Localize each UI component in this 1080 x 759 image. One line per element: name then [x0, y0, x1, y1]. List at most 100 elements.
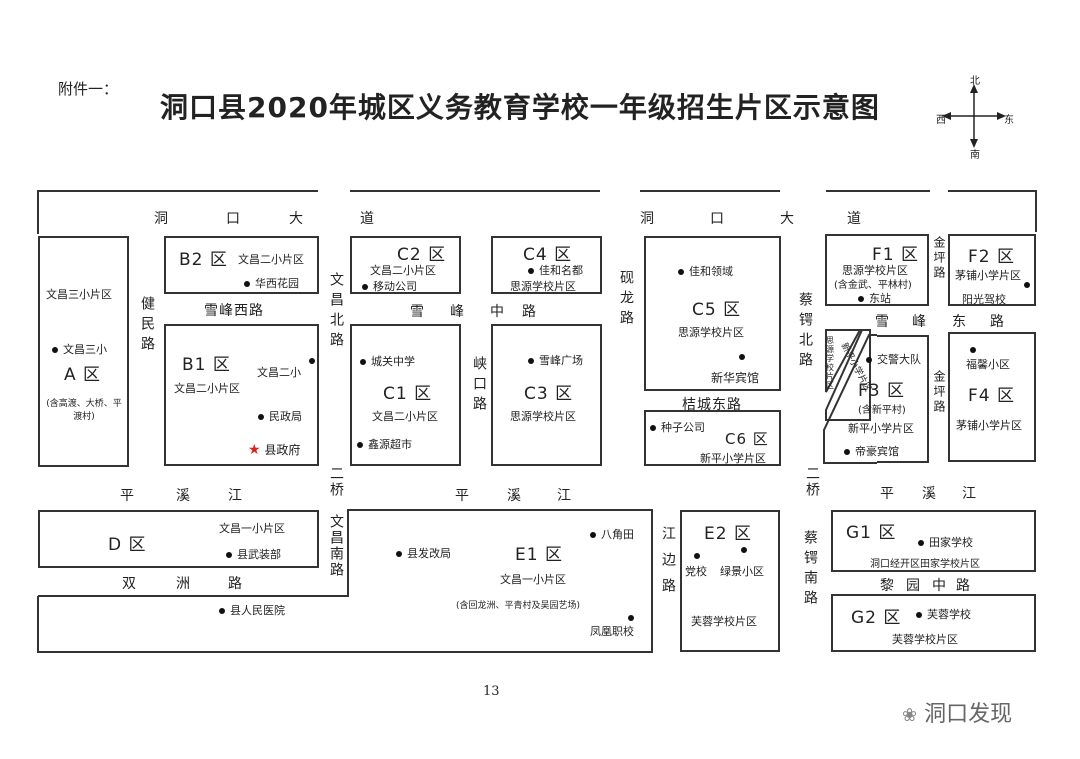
- poi-traffic-police: 交警大队: [866, 351, 921, 367]
- poi-dot-icon: [970, 347, 976, 353]
- poi-dot-yangguang: [1024, 278, 1035, 291]
- poi-dihao: 帝豪宾馆: [844, 443, 899, 459]
- star-icon: ★: [248, 442, 261, 458]
- poi-dot-fuxin: [970, 343, 981, 356]
- annex-label: 附件一：: [58, 80, 119, 98]
- poi-huaxi: 华西花园: [244, 275, 299, 291]
- watermark: ❀ 洞口发现: [902, 702, 1013, 727]
- poi-yangguang: 阳光驾校: [962, 293, 1006, 306]
- zone-f3-school: 新平小学片区: [848, 422, 914, 435]
- road-jianmin: 健民路: [139, 296, 155, 356]
- road-dongkou-1: 洞: [154, 211, 169, 227]
- zone-f1-school: 思源学校片区: [842, 264, 908, 277]
- road-xuefeng-east: 东: [952, 314, 967, 330]
- zone-f4-school: 茅铺小学片区: [956, 419, 1022, 432]
- road-dongkou-2: 洞: [640, 211, 655, 227]
- zone-c3-name: C3 区: [524, 384, 574, 404]
- zone-c6-name: C6 区: [725, 430, 769, 448]
- road-dongkou-2: 大: [780, 211, 795, 227]
- zone-c5-name: C5 区: [692, 300, 742, 320]
- poi-dot-fenghuang: [628, 611, 639, 624]
- road-pingxi-2: 江: [557, 488, 572, 504]
- road-pingxi-1: 江: [228, 488, 243, 504]
- poi-dot-icon: [741, 547, 747, 553]
- poi-dot-icon: [52, 347, 58, 353]
- poi-dot-icon: [219, 608, 225, 614]
- zone-c3-school: 思源学校片区: [510, 410, 576, 423]
- zone-b2-box: [164, 236, 319, 294]
- poi-dot-icon: [918, 540, 924, 546]
- poi-bajiaotian: 八角田: [590, 526, 634, 542]
- zone-a-school: 文昌三小片区: [46, 288, 112, 301]
- poi-dot-icon: [590, 532, 596, 538]
- poi-hospital: 县人民医院: [219, 602, 285, 618]
- road-xiakou: 峡口路: [471, 356, 487, 416]
- compass-east: 东: [1004, 115, 1014, 126]
- road-liyuan-middle: 园: [906, 578, 921, 594]
- poi-dot-dangxiao: [694, 549, 705, 562]
- road-xuefeng-middle: 路: [522, 304, 537, 320]
- road-jinping-1: 金坪路: [932, 236, 946, 281]
- poi-xinhua: 新华宾馆: [711, 371, 760, 385]
- road-pingxi-3: 江: [962, 486, 977, 502]
- zone-c2-school: 文昌二小片区: [370, 264, 436, 277]
- wedge-school-1: 思源学校片区: [826, 336, 834, 390]
- road-pingxi-3: 溪: [922, 486, 937, 502]
- zone-b2-school: 文昌二小片区: [238, 253, 304, 266]
- road-xuefeng-middle: 峰: [450, 304, 465, 320]
- zone-a-box: [38, 236, 129, 467]
- poi-dot-icon: [309, 358, 315, 364]
- zone-c2-name: C2 区: [397, 245, 447, 265]
- poi-dot-icon: [226, 552, 232, 558]
- compass: 北 南 东 西: [934, 76, 1014, 161]
- poi-xinyuan: 鑫源超市: [357, 436, 412, 452]
- poi-dot-icon: [844, 449, 850, 455]
- poi-dot-icon: [258, 414, 264, 420]
- zone-g2-school: 芙蓉学校片区: [892, 633, 958, 646]
- compass-arrows-icon: [942, 84, 1006, 148]
- road-pingxi-3: 平: [880, 486, 895, 502]
- compass-north: 北: [970, 76, 980, 87]
- poi-chengguan: 城关中学: [360, 353, 415, 369]
- poi-dot-icon: [628, 615, 634, 621]
- compass-west: 西: [936, 115, 946, 126]
- poi-tianjia: 田家学校: [918, 534, 973, 550]
- road-dongkou-1: 口: [226, 211, 241, 227]
- poi-wuzhuangbu: 县武装部: [226, 546, 281, 562]
- road-pingxi-2: 平: [455, 488, 470, 504]
- road-pingxi-1: 溪: [176, 488, 191, 504]
- zone-b1-name: B1 区: [182, 355, 231, 375]
- zone-g1-box: [831, 510, 1036, 572]
- zone-b2-name: B2 区: [179, 250, 228, 270]
- road-shuangzhou: 洲: [176, 576, 191, 592]
- zone-c2-box: [350, 236, 461, 294]
- poi-dot-icon: [650, 425, 656, 431]
- poi-dot-icon: [244, 281, 250, 287]
- road-erqiao-1: 二桥: [328, 466, 344, 498]
- road-jiecheng-east: 桔城东路: [682, 397, 742, 413]
- road-xuefeng-east: 峰: [912, 314, 927, 330]
- road-yanlong: 砚龙路: [618, 270, 634, 330]
- zone-f1-name: F1 区: [872, 245, 919, 265]
- zone-c6-box: [644, 410, 781, 466]
- poi-dot-icon: [360, 359, 366, 365]
- poi-jiahe-mingdu: 佳和名都: [528, 262, 583, 278]
- zone-f4-name: F4 区: [968, 386, 1015, 406]
- road-pingxi-1: 平: [120, 488, 135, 504]
- zone-g1-school: 洞口经开区田家学校片区: [870, 559, 980, 570]
- zone-c1-school: 文昌二小片区: [372, 410, 438, 423]
- zone-b1-school: 文昌二小片区: [174, 382, 240, 395]
- poi-dot-icon: [1024, 282, 1030, 288]
- zone-f2-school: 茅铺小学片区: [955, 269, 1021, 282]
- road-wenchang-north: 文昌北路: [328, 272, 344, 352]
- zone-f3-name: F3 区: [858, 381, 905, 401]
- poi-dot-icon: [362, 284, 368, 290]
- zone-c5-school: 思源学校片区: [678, 326, 744, 339]
- zone-a-name: A 区: [64, 365, 102, 385]
- zone-f2-name: F2 区: [968, 247, 1015, 267]
- road-xuefeng-west: 雪峰西路: [204, 303, 264, 319]
- zone-b1-box: [164, 324, 319, 466]
- zone-f1-note: (含金武、平林村): [834, 280, 912, 291]
